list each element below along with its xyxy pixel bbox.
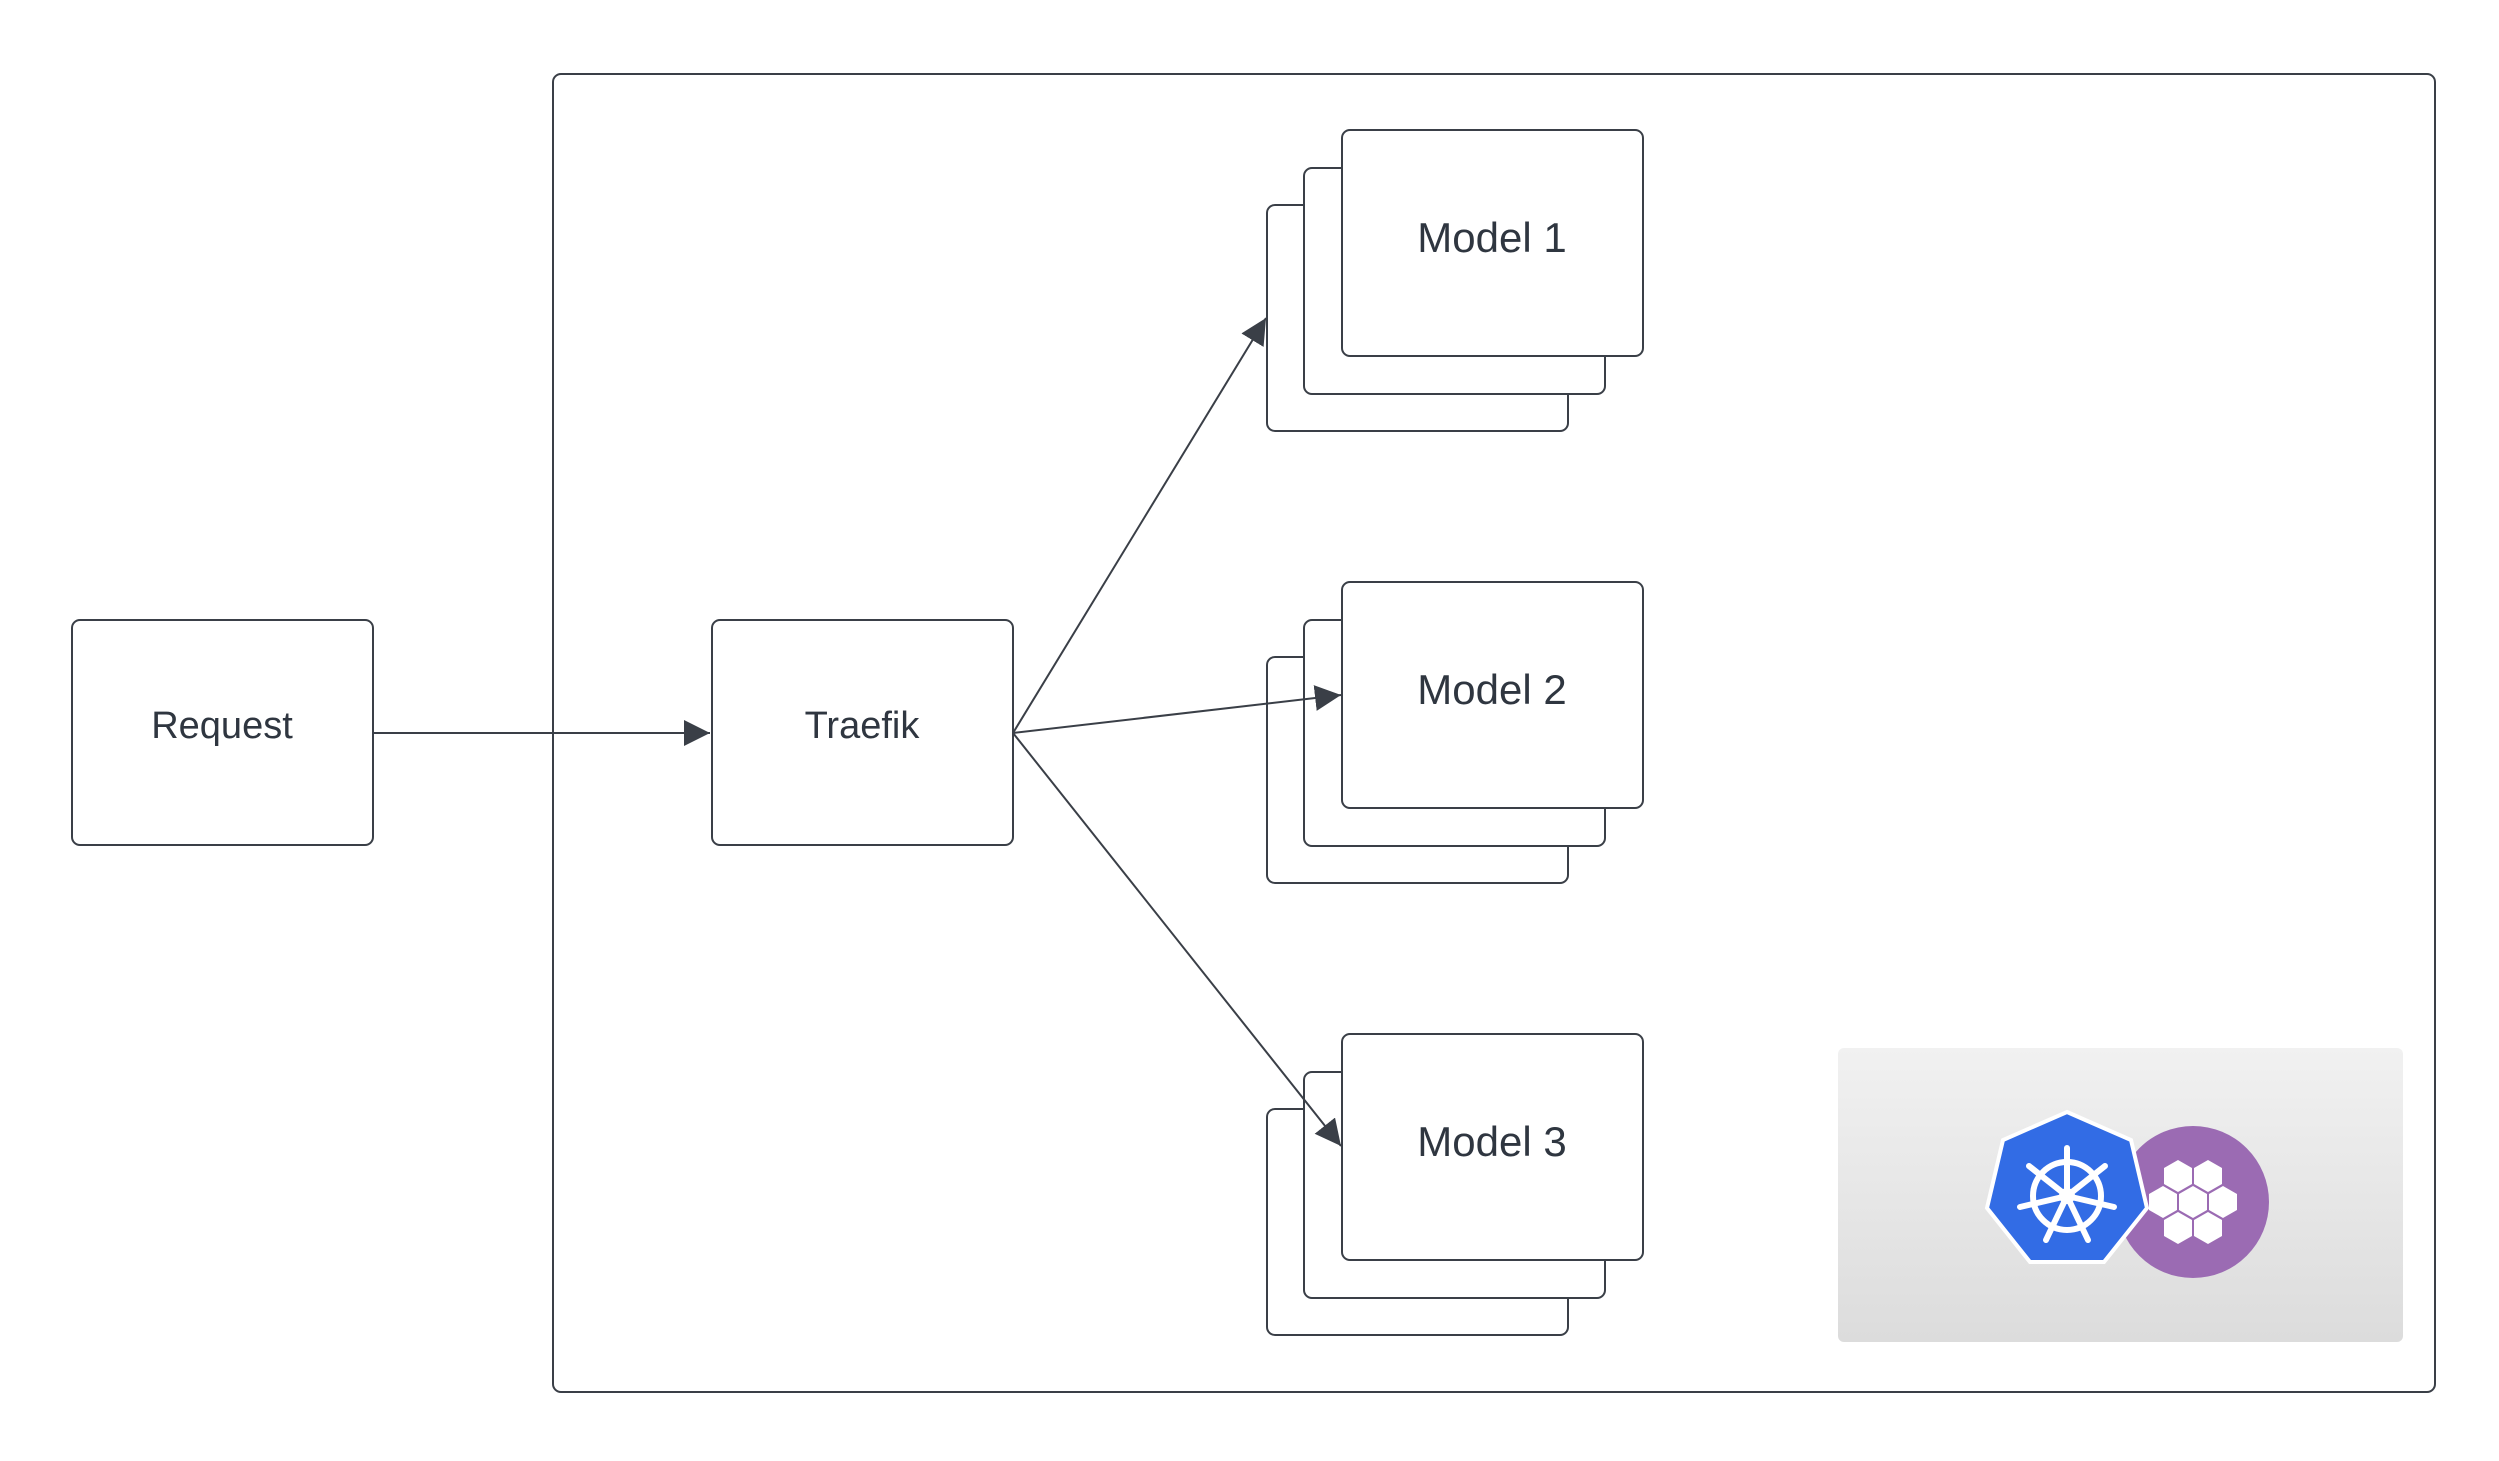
edge-traefik-to-model3 xyxy=(1012,732,1342,1147)
model2-stack[interactable]: Model 2 xyxy=(1266,581,1644,884)
request-label: Request xyxy=(151,705,293,747)
request-node[interactable]: Request xyxy=(71,619,374,846)
container-cluster-icon xyxy=(2117,1126,2269,1278)
model3-label: Model 3 xyxy=(1417,1118,1566,1165)
platform-logo-badge xyxy=(1838,1048,2403,1342)
model1-label: Model 1 xyxy=(1417,214,1566,261)
model2-replica-front xyxy=(1341,581,1644,809)
model2-label: Model 2 xyxy=(1417,666,1566,713)
kubernetes-icon xyxy=(1984,1109,2150,1264)
model1-stack[interactable]: Model 1 xyxy=(1266,129,1644,432)
traefik-node[interactable]: Traefik xyxy=(711,619,1014,846)
model1-replica-front xyxy=(1341,129,1644,357)
edge-traefik-to-model1 xyxy=(1012,317,1267,734)
traefik-label: Traefik xyxy=(805,705,921,747)
model3-replica-front xyxy=(1341,1033,1644,1261)
edge-traefik-to-model2 xyxy=(1012,685,1342,734)
model3-stack[interactable]: Model 3 xyxy=(1266,1033,1644,1336)
